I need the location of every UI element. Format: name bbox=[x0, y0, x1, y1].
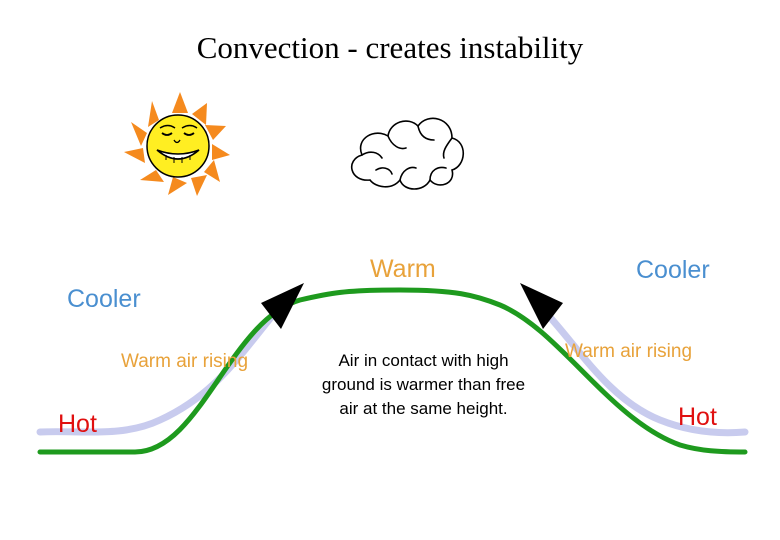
label-cooler-right: Cooler bbox=[636, 256, 710, 284]
diagram-title: Convection - creates instability bbox=[196, 30, 584, 65]
rising-air-left-path bbox=[36, 311, 277, 436]
explanation-note: Air in contact with high ground is warme… bbox=[321, 351, 526, 418]
label-hot-left: Hot bbox=[58, 410, 97, 438]
arrowhead-right bbox=[520, 283, 563, 329]
ground-hill-line bbox=[37, 287, 748, 455]
cloud-icon bbox=[350, 117, 465, 190]
rising-air-right-path bbox=[544, 311, 749, 437]
label-warm-air-rising-left: Warm air rising bbox=[121, 351, 249, 372]
label-cooler-left: Cooler bbox=[67, 285, 141, 313]
label-warm-air-rising-right: Warm air rising bbox=[565, 341, 693, 362]
label-warm-top: Warm bbox=[370, 255, 436, 283]
label-hot-right: Hot bbox=[678, 403, 717, 431]
smiling-sun-icon bbox=[124, 92, 230, 196]
arrowhead-left bbox=[261, 283, 304, 329]
